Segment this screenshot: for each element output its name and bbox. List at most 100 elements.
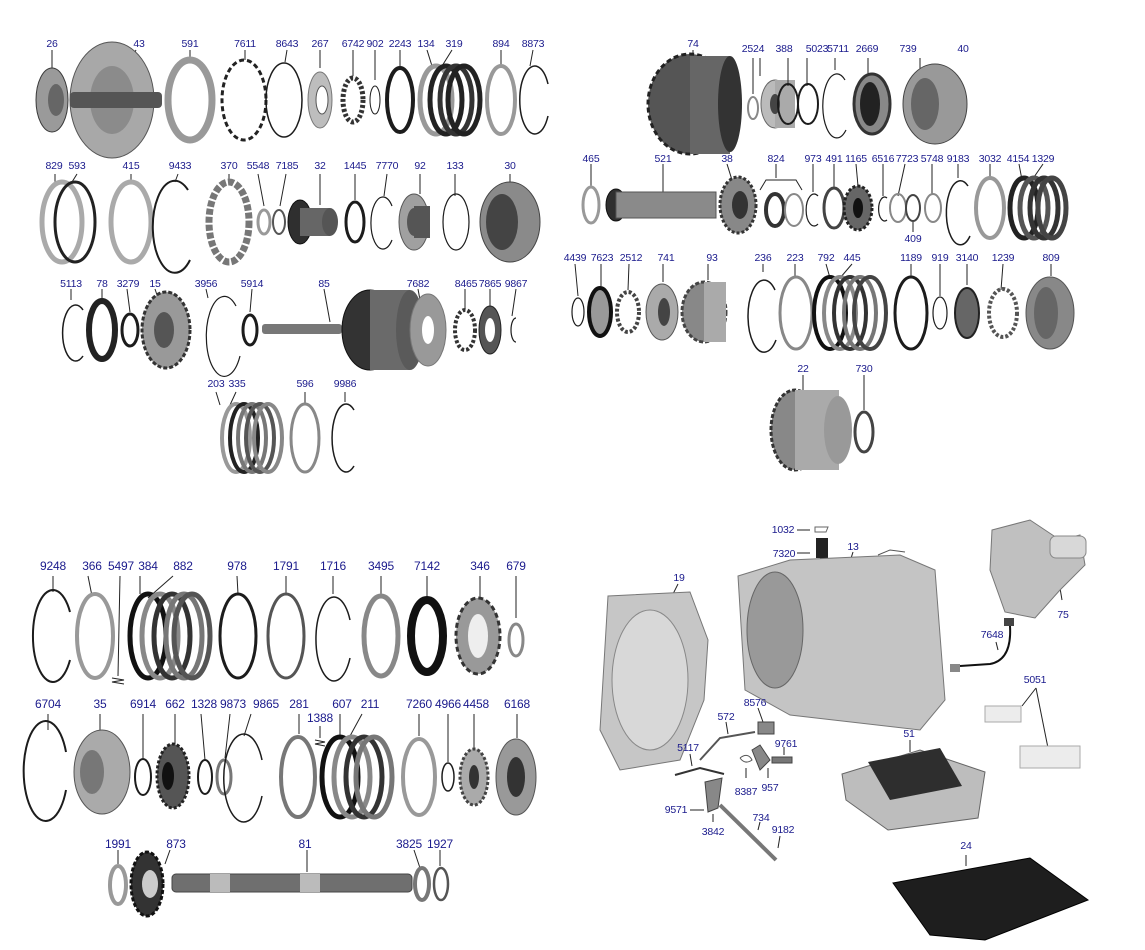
callout-9873: 9873: [220, 697, 246, 711]
callout-679: 679: [506, 559, 526, 573]
part-596: [289, 392, 321, 474]
callout-6742: 6742: [341, 38, 365, 50]
part-607-211-clutch-pack: [319, 713, 395, 820]
callout-13: 13: [847, 541, 859, 553]
part-134-319-clutch-pack: [417, 49, 483, 137]
part-1445: [344, 174, 366, 244]
part-5711: [797, 58, 819, 125]
callout-32: 32: [314, 160, 326, 172]
callout-8387: 8387: [734, 786, 758, 798]
part-85-output-shaft-drum: [262, 288, 424, 371]
callout-1165: 1165: [845, 153, 867, 165]
part-1388: [314, 726, 326, 747]
part-1165: [842, 163, 874, 232]
callout-973: 973: [804, 153, 822, 165]
callout-3956: 3956: [194, 278, 218, 290]
callout-370: 370: [220, 160, 238, 172]
callout-607: 607: [332, 697, 352, 711]
callout-734: 734: [752, 812, 770, 824]
callout-19: 19: [673, 572, 685, 584]
callout-78: 78: [96, 278, 108, 290]
part-388: [759, 58, 795, 129]
part-78: [86, 289, 118, 362]
callout-7648: 7648: [980, 629, 1004, 641]
part-824: [759, 164, 804, 228]
part-223: [778, 264, 814, 351]
callout-1716: 1716: [320, 559, 346, 573]
part-957: [751, 744, 771, 778]
callout-8873: 8873: [521, 38, 545, 50]
callout-730: 730: [855, 363, 873, 375]
callout-267: 267: [311, 38, 329, 50]
part-6742: [340, 50, 366, 125]
callout-6516: 6516: [871, 153, 895, 165]
callout-384: 384: [138, 559, 158, 573]
callout-1032: 1032: [771, 524, 795, 536]
part-2524: [747, 58, 759, 120]
callout-7320: 7320: [772, 548, 796, 560]
part-521-shaft: [605, 164, 717, 222]
callout-9867: 9867: [504, 278, 528, 290]
callout-7185: 7185: [275, 160, 299, 172]
part-7185: [272, 173, 287, 235]
callout-5497: 5497: [108, 559, 134, 573]
callout-7770: 7770: [375, 160, 399, 172]
part-5113: [61, 289, 84, 362]
part-3032: [974, 164, 1006, 240]
callout-8643: 8643: [275, 38, 299, 50]
callout-223: 223: [786, 252, 804, 264]
callout-3825: 3825: [396, 837, 422, 851]
callout-5113: 5113: [60, 278, 82, 290]
callout-3279: 3279: [116, 278, 140, 290]
callout-9183: 9183: [946, 153, 970, 165]
part-973: [805, 164, 819, 227]
callout-43: 43: [133, 38, 145, 50]
callout-7682: 7682: [406, 278, 430, 290]
callout-2524: 2524: [741, 43, 765, 55]
callout-978: 978: [227, 559, 247, 573]
callout-593: 593: [68, 160, 86, 172]
callout-2243: 2243: [388, 38, 412, 50]
callout-9761: 9761: [774, 738, 798, 750]
callout-1388: 1388: [307, 711, 333, 725]
callout-30: 30: [504, 160, 516, 172]
part-7260: [401, 714, 437, 817]
part-81-shaft: [171, 850, 413, 893]
part-6168: [495, 714, 537, 816]
callout-1329: 1329: [1031, 153, 1055, 165]
callout-7723: 7723: [895, 153, 919, 165]
callout-894: 894: [492, 38, 510, 50]
part-8387: [739, 754, 753, 778]
callout-26: 26: [46, 38, 58, 50]
callout-739: 739: [899, 43, 917, 55]
part-9761: [771, 747, 793, 764]
part-74: [646, 50, 742, 156]
callout-92: 92: [414, 160, 426, 172]
part-902: [369, 50, 381, 115]
part-9433: [151, 173, 191, 274]
part-9865: [223, 713, 263, 823]
callout-1991: 1991: [105, 837, 131, 851]
part-491: [822, 164, 846, 230]
callout-5711: 5711: [827, 43, 849, 55]
callout-366: 366: [82, 559, 102, 573]
callout-5748: 5748: [920, 153, 944, 165]
part-7648-wiring-harness: [950, 618, 1014, 672]
part-236: [747, 264, 777, 353]
callout-15: 15: [149, 278, 161, 290]
part-8873: [519, 49, 549, 135]
callout-281: 281: [289, 697, 309, 711]
part-739: [852, 58, 892, 136]
part-919: [932, 264, 948, 330]
part-465: [581, 164, 601, 225]
part-8576: [757, 707, 775, 735]
callout-388: 388: [775, 43, 793, 55]
callout-85: 85: [318, 278, 330, 290]
part-679: [507, 576, 525, 658]
part-6516: [878, 164, 888, 222]
callout-7142: 7142: [414, 559, 440, 573]
part-9183: [945, 164, 971, 246]
part-3825: [413, 849, 431, 902]
part-346: [454, 576, 502, 676]
part-35: [73, 714, 131, 815]
